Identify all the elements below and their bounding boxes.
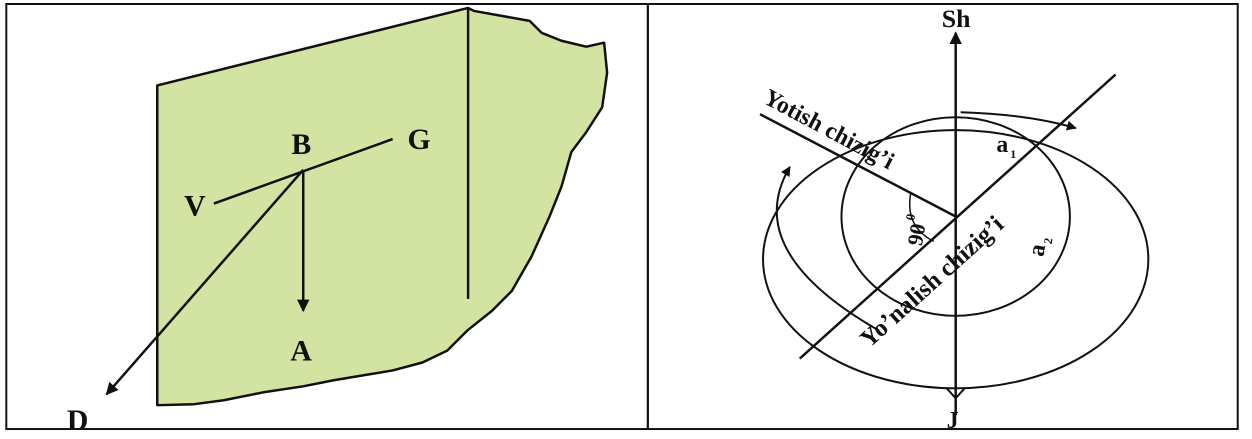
label-d: D [67, 404, 89, 433]
right-angle-label: 90 0 [899, 213, 932, 248]
left-diagram: B G V A D [67, 8, 607, 433]
label-v: V [184, 190, 206, 223]
rock-layer-face [157, 8, 607, 405]
label-b: B [291, 128, 311, 161]
svg-text:2: 2 [1041, 237, 1056, 245]
svg-text:1: 1 [1010, 147, 1016, 161]
right-diagram: Sh J Yotish chizig’i Yo’nalish chizig’i … [759, 4, 1148, 433]
figure-frame: B G V A D Sh J Yotish chizig’i Yo’nalish… [3, 3, 1245, 433]
label-north: Sh [942, 4, 971, 33]
svg-text:90: 90 [903, 222, 930, 248]
svg-text:a: a [996, 132, 1008, 158]
label-g: G [408, 123, 431, 156]
label-a: A [290, 335, 312, 368]
right-panel-border [648, 4, 1238, 429]
angle-a2-label: a 2 [1024, 234, 1056, 259]
label-south: J [947, 408, 959, 433]
svg-text:0: 0 [903, 213, 918, 222]
dip-line-label: Yo’nalish chizig’i [855, 211, 1009, 353]
